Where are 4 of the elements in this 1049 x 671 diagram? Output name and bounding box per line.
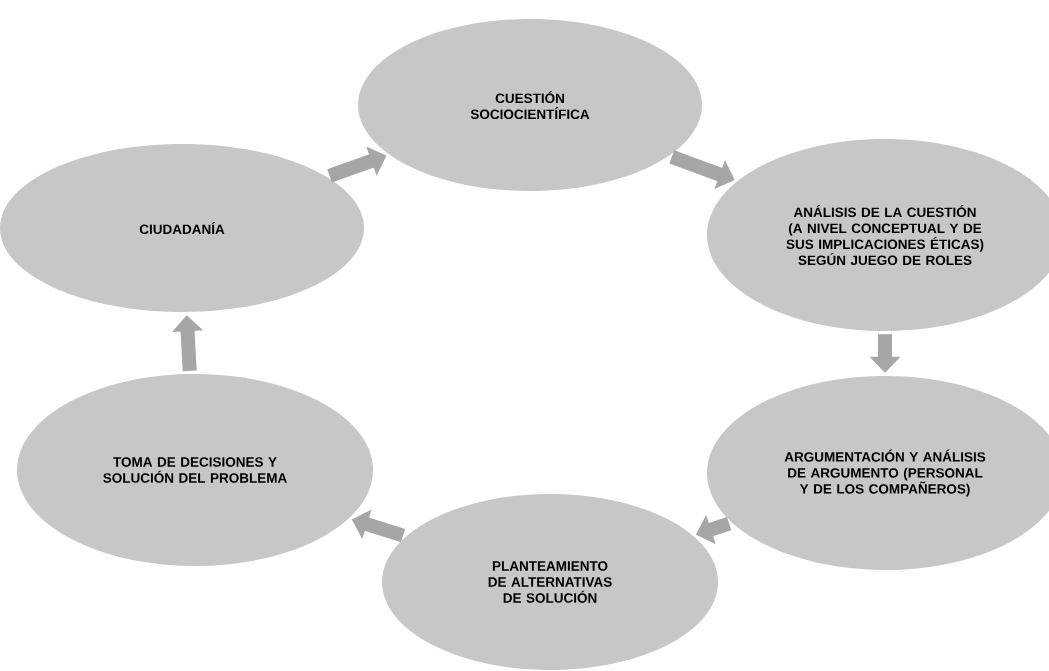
ellipse-node: TOMA DE DECISIONES Y SOLUCIÓN DEL PROBLEMA — [17, 374, 373, 566]
ellipse-node: PLANTEAMIENTO DE ALTERNATIVAS DE SOLUCIÓN — [382, 494, 718, 670]
ellipse-node: CIUDADANÍA — [0, 144, 364, 312]
ellipse-node: CUESTIÓN SOCIOCIENTÍFICA — [358, 19, 702, 191]
